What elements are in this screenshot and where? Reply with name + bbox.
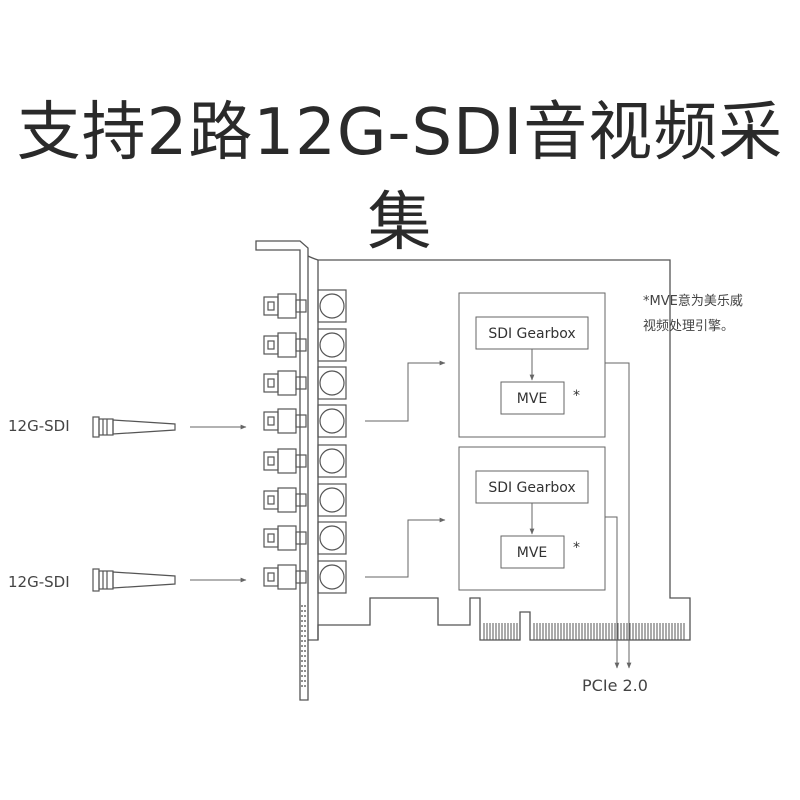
bnc-connector-icon: [263, 521, 347, 555]
input-2: 12G-SDI: [8, 568, 247, 592]
sdi-cable-icon: [92, 568, 176, 592]
gearbox-label-2: SDI Gearbox: [488, 480, 575, 496]
arrow-icon: [605, 516, 620, 669]
bnc-connector-icon: [263, 483, 347, 517]
mve-note-line1: *MVE意为美乐威: [643, 293, 743, 309]
bnc-connector-icon: [263, 560, 347, 594]
pcb-board: [307, 255, 691, 641]
gearbox-label-1: SDI Gearbox: [488, 326, 575, 342]
mve-label-2: MVE: [517, 545, 548, 561]
bnc-connector-icon: [263, 366, 347, 400]
input-1: 12G-SDI: [8, 416, 247, 438]
mve-box-1: [500, 381, 565, 415]
pcie-gold-fingers: [483, 623, 685, 640]
mve-mark-1: *: [573, 388, 580, 404]
arrow-icon: [605, 362, 632, 669]
input-label-1: 12G-SDI: [8, 417, 70, 435]
arrow-icon: [365, 517, 446, 578]
bnc-connector-icon: [263, 444, 347, 478]
bnc-connector-icon: [263, 404, 347, 438]
page-title: 支持2路12G-SDI音视频采集: [16, 96, 784, 260]
mve-box-2: [500, 535, 565, 569]
arrow-icon: [365, 360, 446, 422]
signal-lines: [365, 360, 632, 669]
mounting-bracket: [255, 240, 309, 701]
module-1: SDI Gearbox MVE *: [458, 292, 606, 438]
mve-label-1: MVE: [517, 391, 548, 407]
bnc-connector-icon: [263, 289, 347, 323]
bnc-connector-column: [263, 289, 347, 594]
sdi-cable-icon: [92, 416, 176, 438]
input-label-2: 12G-SDI: [8, 573, 70, 591]
mve-note-line2: 视频处理引擎。: [643, 319, 734, 334]
mve-mark-2: *: [573, 540, 580, 556]
pcie-label: PCIe 2.0: [582, 676, 648, 695]
module-2: SDI Gearbox MVE *: [458, 446, 606, 591]
bnc-connector-icon: [263, 328, 347, 362]
